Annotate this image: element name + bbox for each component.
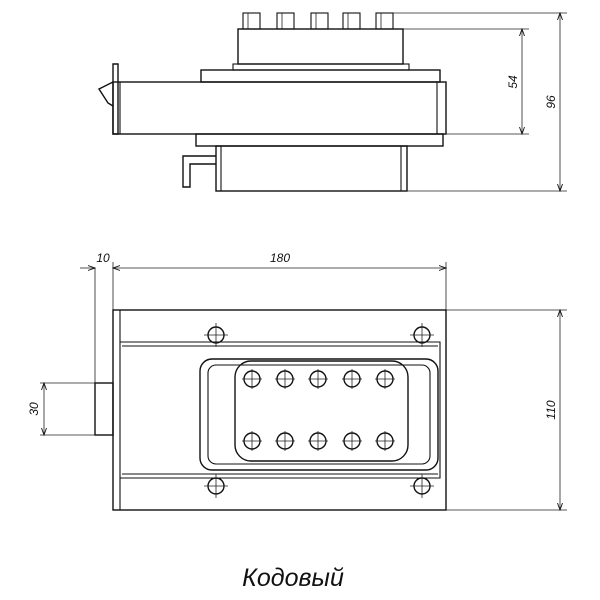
dim-label-30: 30 (27, 402, 41, 416)
dim-label-10: 10 (96, 251, 110, 265)
dim-label-54: 54 (506, 75, 520, 89)
dim-label-180: 180 (270, 251, 290, 265)
lock-body (112, 81, 447, 135)
latch-bevel (97, 81, 114, 107)
keypad-frame (199, 358, 439, 471)
lower-housing (215, 145, 408, 192)
keypad-buttons (242, 369, 395, 451)
keypad-panel (234, 360, 409, 462)
mounting-holes (204, 323, 434, 498)
dim-label-110: 110 (544, 400, 558, 419)
front-view: 10 180 30 (27, 251, 567, 510)
drawing-caption: Кодовый (242, 564, 344, 592)
dim-label-96: 96 (544, 95, 558, 109)
latch-bolt (94, 382, 114, 436)
side-buttons (242, 12, 394, 30)
hook-arm (182, 155, 216, 188)
front-plate (112, 309, 447, 511)
side-view: 54 96 (97, 12, 567, 192)
button-housing (237, 28, 404, 65)
lock-body-top (200, 69, 441, 83)
